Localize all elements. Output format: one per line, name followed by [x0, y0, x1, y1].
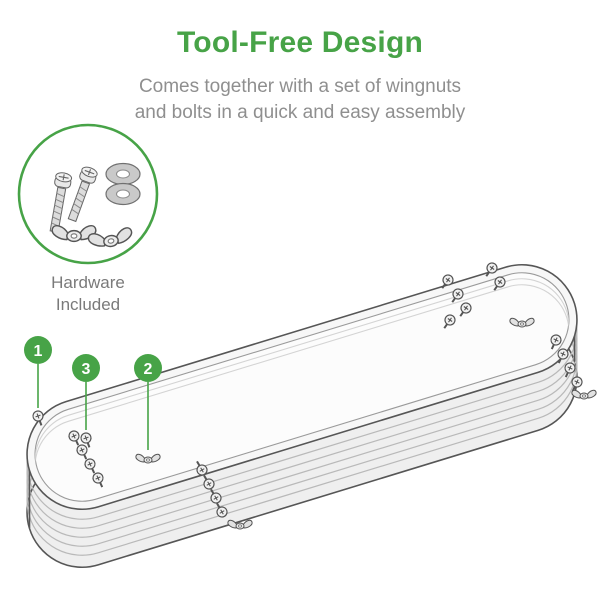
bolt-icon [67, 166, 98, 223]
hardware-label-line-1: Hardware [51, 273, 125, 292]
hardware-label-line-2: Included [55, 295, 121, 315]
callout-2-badge [134, 354, 162, 382]
subtitle: Comes together with a set of wingnuts an… [0, 74, 600, 125]
callout-2-number: 2 [144, 361, 153, 378]
callout-3-number: 3 [82, 361, 91, 378]
page-title: Tool-Free Design [177, 26, 423, 59]
callout-2: 2 [134, 354, 162, 464]
callout-3: 3 [72, 354, 100, 451]
callout-3-badge [72, 354, 100, 382]
washer-icon [105, 182, 141, 206]
wingnut-icon [571, 389, 597, 400]
planter-wall [12, 250, 592, 582]
wingnut-icon [87, 227, 133, 248]
callout-1-number: 1 [34, 343, 43, 360]
callout-1: 1 [24, 336, 52, 429]
subtitle-line-2: and bolts in a quick and easy assembly [134, 101, 466, 123]
planter-illustration: 1 3 2 [12, 250, 597, 582]
hardware-label: Hardware Included [10, 272, 166, 316]
hardware-inset [17, 123, 159, 265]
bolt-icon [49, 172, 73, 233]
washer-icon [105, 162, 141, 186]
subtitle-line-1: Comes together with a set of wingnuts [138, 76, 462, 97]
callout-1-badge [24, 336, 52, 364]
